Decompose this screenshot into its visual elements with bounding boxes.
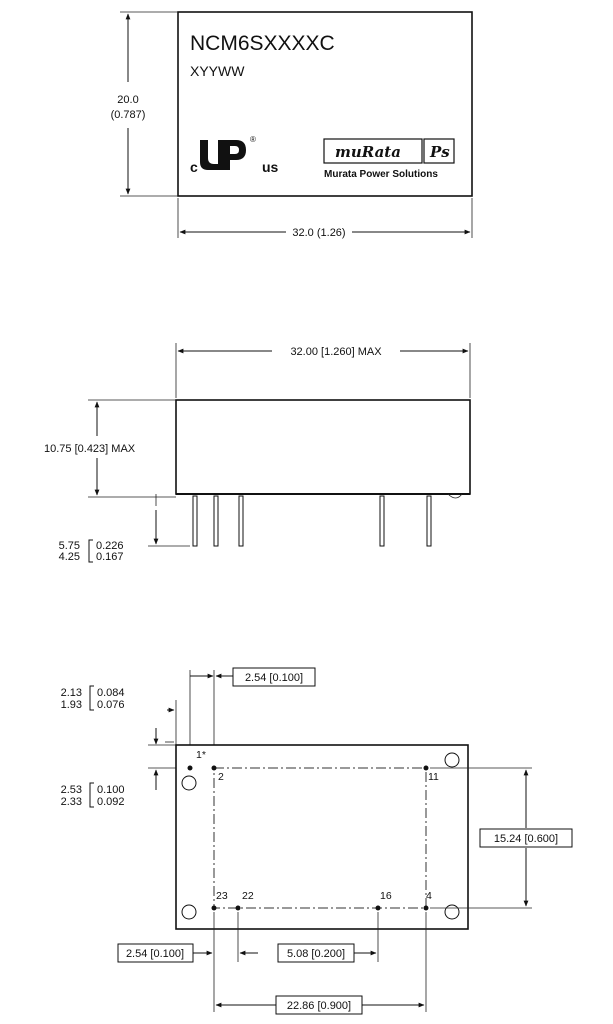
pin-label: 2 — [218, 771, 224, 783]
pin-len-max-mm-label: 5.75 — [59, 540, 80, 552]
pin-grid-outline — [213, 767, 427, 909]
mounting-hole — [444, 752, 460, 768]
side-height-dim-label: 10.75 [0.423] MAX — [44, 443, 136, 455]
dim-left-edge-max-mm-label: 2.13 — [61, 687, 82, 699]
brand-tagline-label: Murata Power Solutions — [324, 169, 438, 180]
dim-left-edge-max-in-label: 0.084 — [97, 687, 125, 699]
top-view: NCM6SXXXXC XYYWW c ® us muRata Ps Murata… — [111, 11, 473, 239]
cert-c-label: c — [190, 159, 198, 175]
pin-label: 11 — [428, 771, 439, 783]
dim-left-edge-min-in-label: 0.076 — [97, 699, 125, 711]
dim-top-pitch-label: 2.54 [0.100] — [245, 672, 303, 684]
mounting-hole — [181, 904, 197, 920]
pin-label: 1* — [196, 749, 206, 761]
bottom-view-body — [175, 744, 469, 930]
dim-overall-pins-box — [275, 995, 363, 1015]
dim-top-edge-max-in-label: 0.100 — [97, 784, 125, 796]
brand-ps-label: Ps — [429, 143, 450, 161]
dim-top-pitch-box — [232, 667, 316, 687]
pin — [423, 905, 429, 911]
mounting-hole — [444, 904, 460, 920]
date-code-label: XYYWW — [190, 63, 245, 79]
part-number-label: NCM6SXXXXC — [190, 32, 335, 55]
murata-logo: muRata Ps Murata Power Solutions — [323, 138, 455, 180]
pin-len-max-in-label: 0.226 — [96, 540, 124, 552]
pin-len-min-mm-label: 4.25 — [59, 551, 80, 563]
brand-logo-label: muRata — [335, 143, 401, 161]
mounting-hole — [181, 775, 197, 791]
side-width-dim-label: 32.00 [1.260] MAX — [290, 346, 382, 358]
cert-us-label: us — [262, 159, 279, 175]
dim-bottom-mid-label: 5.08 [0.200] — [287, 948, 345, 960]
width-dim-label: 32.0 (1.26) — [292, 227, 345, 239]
dim-top-edge-min-in-label: 0.092 — [97, 796, 125, 808]
ul-logo-icon-r — [222, 140, 246, 170]
pin — [423, 765, 429, 771]
pin — [235, 905, 241, 911]
pin — [211, 765, 217, 771]
cert-r-label: ® — [250, 135, 256, 144]
height-dim-in-label: (0.787) — [111, 109, 146, 121]
pin-label: 22 — [242, 890, 254, 902]
dim-left-edge-min-mm-label: 1.93 — [61, 699, 82, 711]
dim-overall-pins-label: 22.86 [0.900] — [287, 1000, 351, 1012]
side-view: 32.00 [1.260] MAX 10.75 [0.423] MAX 5.75… — [44, 343, 471, 563]
pin — [187, 765, 193, 771]
dim-top-edge-min-mm-label: 2.33 — [61, 796, 82, 808]
pin-label: 16 — [380, 890, 392, 902]
pin — [211, 905, 217, 911]
ul-certification-mark: c ® us — [190, 135, 279, 175]
dim-bottom-left-pitch-label: 2.54 [0.100] — [126, 948, 184, 960]
bottom-pins — [187, 765, 429, 911]
dim-top-edge-max-mm-label: 2.53 — [61, 784, 82, 796]
side-pins — [192, 495, 432, 547]
height-dim-mm-label: 20.0 — [117, 94, 138, 106]
ul-logo-icon — [200, 140, 226, 170]
side-view-body — [175, 399, 471, 495]
bottom-view: 2.54 [0.100] 2.13 1.93 0.084 0.076 2.53 … — [61, 667, 573, 1015]
pin-label: 23 — [216, 890, 228, 902]
dim-row-spacing-box — [479, 828, 573, 848]
pin-label: 4 — [426, 890, 432, 902]
dim-row-spacing-label: 15.24 [0.600] — [494, 833, 558, 845]
pin-len-min-in-label: 0.167 — [96, 551, 124, 563]
pin — [375, 905, 381, 911]
